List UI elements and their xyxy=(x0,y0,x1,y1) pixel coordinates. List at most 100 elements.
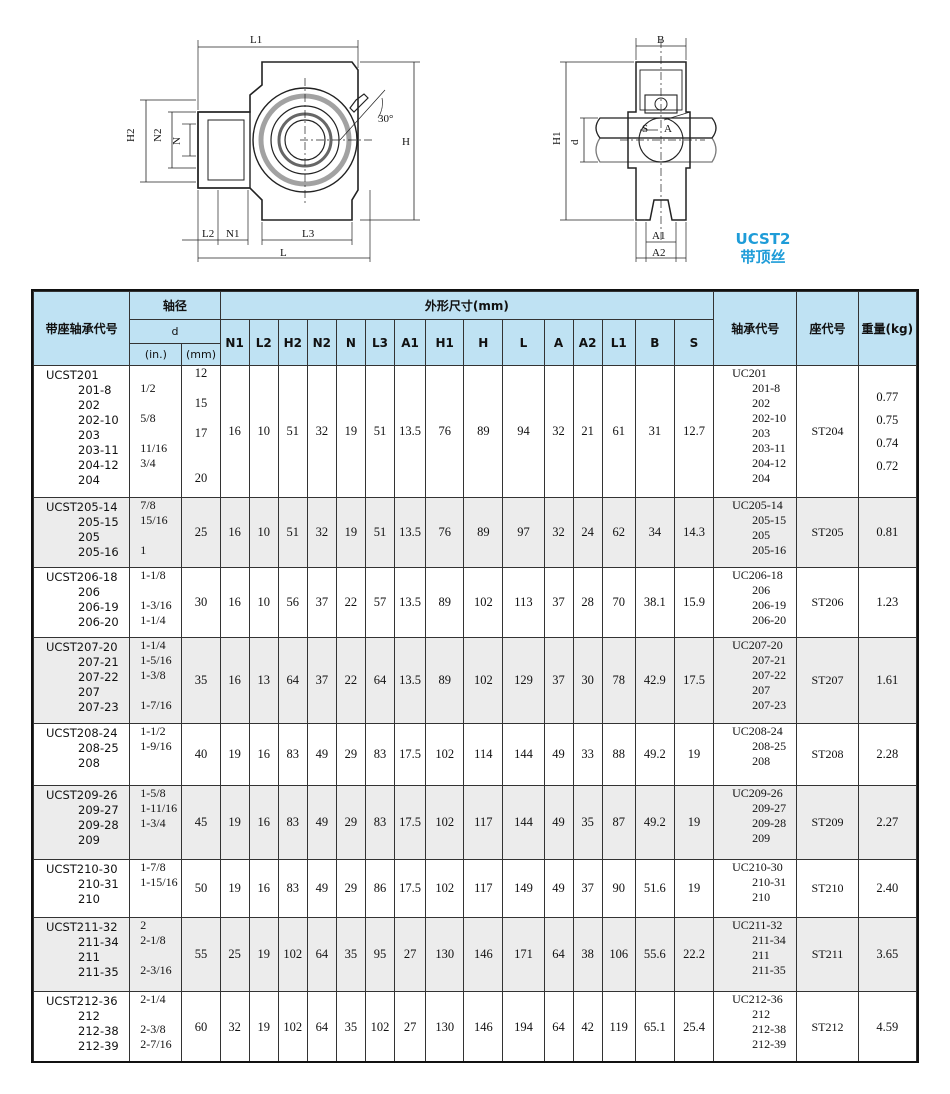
dim-value-a: 49 xyxy=(543,859,574,918)
dim-value-a: 32 xyxy=(543,365,574,498)
dim-value-l: 94 xyxy=(502,365,545,498)
dim-value-h1: 76 xyxy=(425,497,465,568)
header-dim-l: L xyxy=(502,319,545,366)
bearing-code: 210 xyxy=(752,890,771,904)
grease-nipple xyxy=(349,93,369,113)
dim-value-b: 49.2 xyxy=(634,785,675,860)
bearing-code: UC212-36 xyxy=(732,992,783,1006)
weight-cell: 2.40 xyxy=(857,859,917,918)
weight-cell: 4.59 xyxy=(857,991,917,1061)
dim-value-n2: 49 xyxy=(306,785,337,860)
housing-code: ST208 xyxy=(796,723,859,786)
shaft-inch: 7/8 xyxy=(140,498,156,512)
model-code: 206-20 xyxy=(78,615,119,629)
model-code: 210 xyxy=(78,892,100,906)
shaft-mm xyxy=(182,441,219,456)
bearing-code: 204 xyxy=(752,471,771,485)
bearing-code: 210-31 xyxy=(752,875,787,889)
header-dim-a2: A2 xyxy=(572,319,603,366)
dim-value-l: 149 xyxy=(502,859,545,918)
dim-value-l: 144 xyxy=(502,723,545,786)
shaft-mm-cell: 50 xyxy=(181,859,221,918)
dim-value-n: 19 xyxy=(335,497,366,568)
dim-value-l3: 86 xyxy=(364,859,396,918)
dim-value-l1: 119 xyxy=(601,991,636,1061)
front-boss xyxy=(197,111,251,189)
dim-value-n: 29 xyxy=(335,859,366,918)
header-dim-h1: H1 xyxy=(425,319,465,366)
weight-cell: 2.28 xyxy=(857,723,917,786)
dim-value-s: 19 xyxy=(673,785,715,860)
dim-value-l1: 88 xyxy=(601,723,636,786)
model-code: UCST206-18 xyxy=(46,570,118,584)
dim-value-s: 25.4 xyxy=(673,991,715,1061)
header-dim-a: A xyxy=(543,319,574,366)
dim-value-n: 22 xyxy=(335,637,366,724)
dim-value-a1: 13.5 xyxy=(394,365,427,498)
front-housing-outline xyxy=(197,61,359,221)
dim-value-l2: 10 xyxy=(248,497,279,568)
bearing-code: 208 xyxy=(752,754,771,768)
shaft-inch: 5/8 xyxy=(140,411,156,425)
shaft-inch: 1-7/16 xyxy=(140,698,172,712)
model-code: 206 xyxy=(78,585,100,599)
model-code: 202 xyxy=(78,398,100,412)
dim-value-a1: 17.5 xyxy=(394,859,427,918)
model-code: 209-28 xyxy=(78,818,119,832)
bearing-code: 201-8 xyxy=(752,381,781,395)
dim-value-l: 129 xyxy=(502,637,545,724)
bearing-code: 207-22 xyxy=(752,668,787,682)
dim-value-l2: 16 xyxy=(248,723,279,786)
model-code: 204-12 xyxy=(78,458,119,472)
model-code: 205-16 xyxy=(78,545,119,559)
shaft-inch: 1-1/4 xyxy=(140,638,166,652)
header-dim-l3: L3 xyxy=(364,319,396,366)
shaft-inch: 2-7/16 xyxy=(140,1037,172,1051)
shaft-inch: 1-3/16 xyxy=(140,598,172,612)
dim-value-h1: 89 xyxy=(425,637,465,724)
dim-value-l2: 19 xyxy=(248,991,279,1061)
shaft-inch xyxy=(140,583,181,598)
shaft-inch xyxy=(140,948,181,963)
dim-value-l: 144 xyxy=(502,785,545,860)
dim-value-l1: 62 xyxy=(601,497,636,568)
dim-value-a2: 28 xyxy=(572,567,603,638)
dim-value-n: 29 xyxy=(335,785,366,860)
dim-value-h: 146 xyxy=(463,917,504,992)
dim-value-n1: 16 xyxy=(219,497,250,568)
weight-value: 0.72 xyxy=(876,458,899,473)
bearing-code: 205-16 xyxy=(752,543,787,557)
dim-value-a: 37 xyxy=(543,567,574,638)
dim-value-n2: 32 xyxy=(306,497,337,568)
dim-value-n2: 49 xyxy=(306,723,337,786)
shaft-mm-cell: 35 xyxy=(181,637,221,724)
bearing-code: 203-11 xyxy=(752,441,786,455)
model-code: UCST211-32 xyxy=(46,920,118,934)
model-code: 208 xyxy=(78,756,100,770)
label-L1: L1 xyxy=(250,34,262,46)
shaft-inch: 1-1/8 xyxy=(140,568,166,582)
dim-value-h: 114 xyxy=(463,723,504,786)
model-code: 212-38 xyxy=(78,1024,119,1038)
bearing-code: 203 xyxy=(752,426,771,440)
bearing-code: 207-23 xyxy=(752,698,787,712)
dim-value-l3: 95 xyxy=(364,917,396,992)
dim-value-l1: 90 xyxy=(601,859,636,918)
model-code: 203-11 xyxy=(78,443,119,457)
header-weight: 重量(kg) xyxy=(857,291,917,366)
bearing-code: 208-25 xyxy=(752,739,787,753)
shaft-mm: 20 xyxy=(194,471,208,485)
dim-value-a1: 13.5 xyxy=(394,497,427,568)
